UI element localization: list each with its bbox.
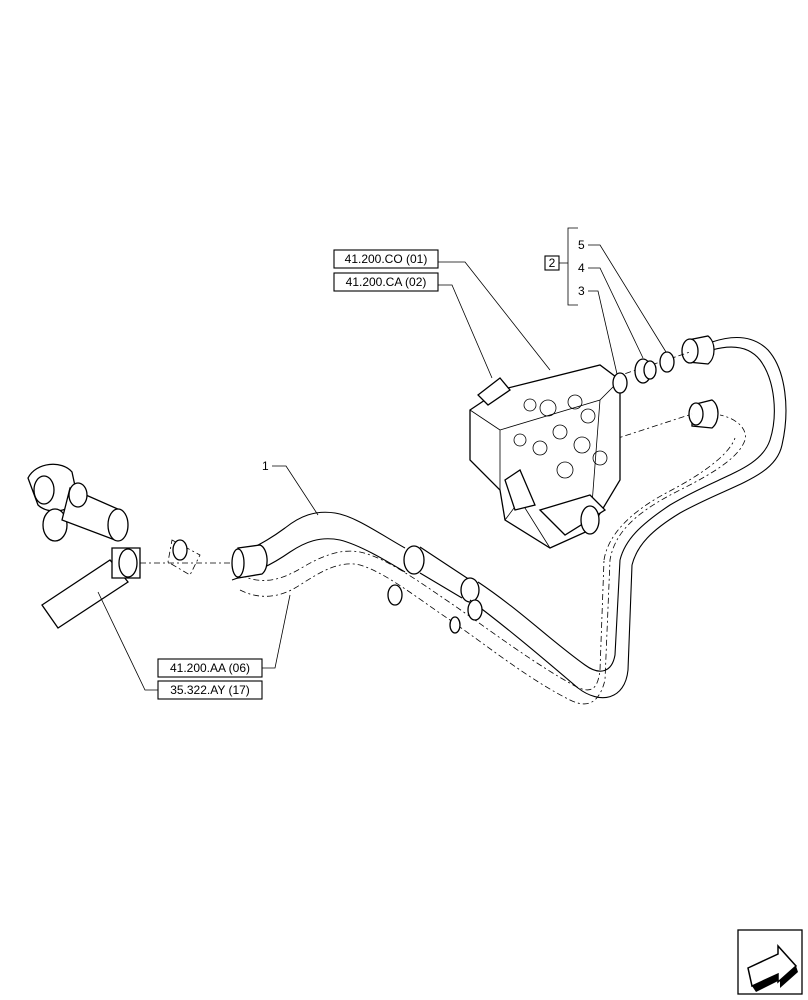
- callout-4: 4: [578, 261, 585, 275]
- o-ring-item-3: [612, 372, 628, 394]
- leader-item3: [588, 290, 618, 375]
- leader-item5: [588, 244, 667, 353]
- ref-label-41-200-co[interactable]: 41.200.CO (01): [333, 249, 439, 269]
- next-page-arrow-icon[interactable]: [737, 929, 803, 995]
- steering-valve-block: [469, 364, 621, 549]
- svg-text:41.200.CA (02): 41.200.CA (02): [346, 275, 427, 289]
- ref-label-41-200-ca[interactable]: 41.200.CA (02): [333, 272, 439, 292]
- svg-text:41.200.CO (01): 41.200.CO (01): [345, 252, 428, 266]
- leader-item1: [272, 465, 319, 516]
- leader-item4: [588, 267, 644, 359]
- callout-3: 3: [578, 284, 585, 298]
- svg-text:35.322.AY (17): 35.322.AY (17): [170, 683, 250, 697]
- hose-sleeve: [403, 545, 425, 575]
- ref-label-35-322-ay[interactable]: 35.322.AY (17): [157, 680, 263, 700]
- group-callout-2: 2: [544, 227, 578, 306]
- callout-5: 5: [578, 238, 585, 252]
- o-ring-item-5: [659, 351, 675, 373]
- leader-ref2: [438, 284, 493, 379]
- left-pipe-fitting: [27, 463, 141, 629]
- leader-ref1: [438, 261, 551, 371]
- callout-1: 1: [262, 459, 269, 473]
- svg-text:2: 2: [549, 256, 556, 270]
- ref-label-41-200-aa[interactable]: 41.200.AA (06): [157, 658, 263, 678]
- fitting-seals: [612, 351, 675, 394]
- hose-assembly: [167, 335, 787, 705]
- svg-text:41.200.AA (06): 41.200.AA (06): [170, 661, 250, 675]
- leader-ref4: [97, 591, 158, 691]
- leader-ref3: [262, 594, 291, 669]
